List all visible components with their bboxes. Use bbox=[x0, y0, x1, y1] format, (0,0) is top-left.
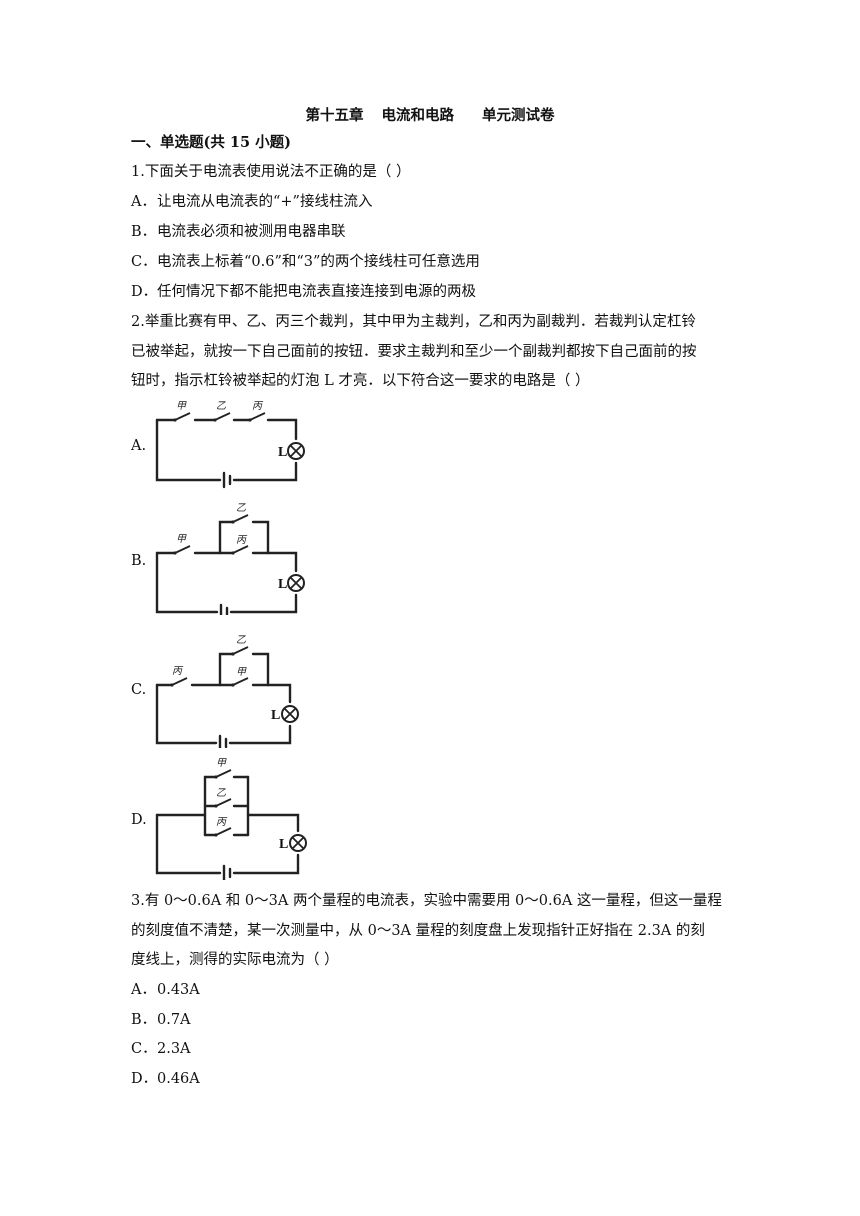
switch-label-b3: 丙 bbox=[236, 535, 248, 546]
q2-stem-line-1: 2.举重比赛有甲、乙、丙三个裁判，其中甲为主裁判，乙和丙为副裁判．若裁判认定杠铃 bbox=[131, 314, 696, 330]
q3-stem-line-2: 的刻度值不清楚，某一次测量中，从 0～3A 量程的刻度盘上发现指针正好指在 2.… bbox=[131, 923, 705, 939]
q2-stem-line-3: 钮时，指示杠铃被举起的灯泡 L 才亮．以下符合这一要求的电路是（ ） bbox=[131, 373, 590, 389]
q2-stem-line-2: 已被举起，就按一下自己面前的按钮．要求主裁判和至少一个副裁判都按下自己面前的按 bbox=[131, 344, 697, 360]
q3-stem-line-1: 3.有 0～0.6A 和 0～3A 两个量程的电流表，实验中需要用 0～0.6A… bbox=[131, 893, 722, 909]
q2-circuit-c: 丙 乙 甲 L bbox=[155, 635, 299, 748]
q3-option-b[interactable]: B．0.7A bbox=[131, 1012, 191, 1028]
switch-label-c1: 丙 bbox=[172, 666, 184, 677]
switch-label-a2: 乙 bbox=[216, 401, 226, 412]
switch-label-c3: 甲 bbox=[236, 667, 247, 678]
switch-label-d3: 丙 bbox=[216, 817, 228, 828]
lamp-label-b: L bbox=[278, 577, 287, 592]
section-heading: 一、单选题(共 15 小题) bbox=[131, 134, 291, 151]
page-title: 第十五章电流和电路 单元测试卷 bbox=[0, 104, 860, 125]
q2-option-b-label[interactable]: B. bbox=[131, 553, 147, 569]
switch-label-d2: 乙 bbox=[216, 788, 226, 799]
lamp-label-d: L bbox=[279, 837, 288, 852]
q3-option-a[interactable]: A．0.43A bbox=[131, 982, 200, 998]
switch-label-c2: 乙 bbox=[236, 635, 246, 646]
q1-option-b[interactable]: B．电流表必须和被测用电器串联 bbox=[131, 224, 346, 240]
q2-option-c-label[interactable]: C. bbox=[131, 682, 147, 698]
lamp-label-c: L bbox=[271, 708, 280, 723]
lamp-label-a: L bbox=[278, 445, 287, 460]
switch-label-a1: 甲 bbox=[176, 401, 187, 412]
q3-option-c[interactable]: C．2.3A bbox=[131, 1041, 191, 1057]
switch-label-b1: 甲 bbox=[176, 534, 187, 545]
switch-label-d1: 甲 bbox=[216, 758, 227, 769]
switch-label-a3: 丙 bbox=[252, 401, 264, 412]
q3-stem-line-3: 度线上，测得的实际电流为（ ） bbox=[131, 952, 339, 968]
q2-circuit-d: 甲 乙 丙 L bbox=[155, 758, 307, 880]
q2-circuit-b: 甲 乙 丙 L bbox=[155, 503, 305, 615]
title-topic: 电流和电路 bbox=[381, 107, 455, 124]
q3-option-d[interactable]: D．0.46A bbox=[131, 1071, 200, 1087]
q1-option-a[interactable]: A．让电流从电流表的“+”接线柱流入 bbox=[131, 194, 373, 210]
title-chapter: 第十五章 bbox=[305, 107, 364, 124]
q1-stem: 1.下面关于电流表使用说法不正确的是（ ） bbox=[131, 164, 411, 180]
title-kind: 单元测试卷 bbox=[482, 107, 555, 124]
q2-circuit-a: 甲 乙 丙 L bbox=[155, 401, 305, 489]
q2-option-d-label[interactable]: D. bbox=[131, 812, 147, 828]
q1-option-c[interactable]: C．电流表上标着“0.6”和“3”的两个接线柱可任意选用 bbox=[131, 254, 480, 270]
q1-option-d[interactable]: D．任何情况下都不能把电流表直接连接到电源的两极 bbox=[131, 284, 476, 300]
q2-option-a-label[interactable]: A. bbox=[131, 438, 147, 454]
switch-label-b2: 乙 bbox=[236, 503, 246, 514]
